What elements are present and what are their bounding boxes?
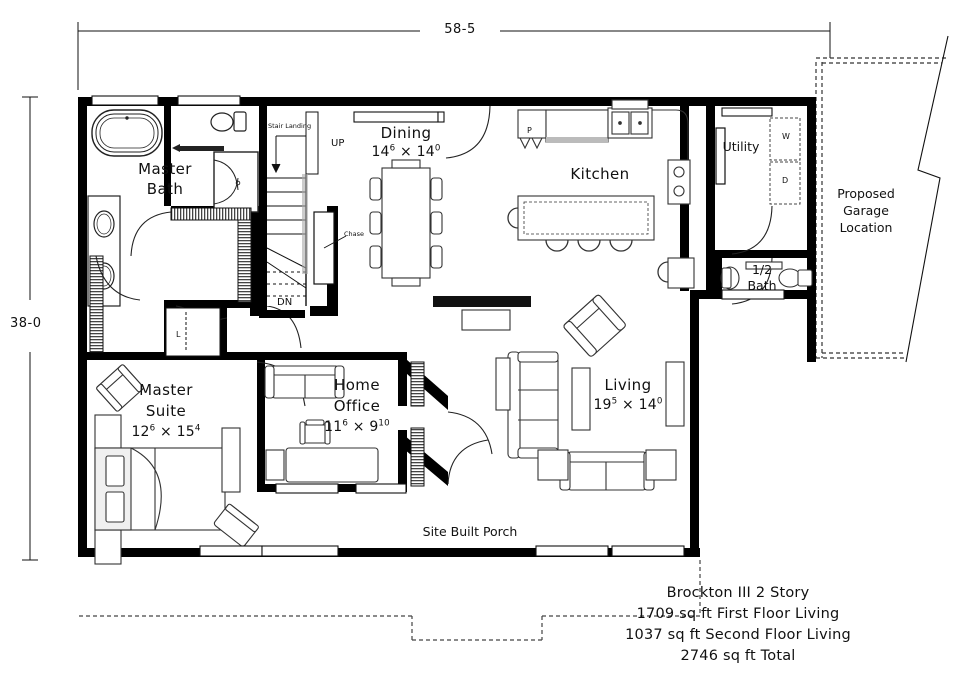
title-block-first-floor: 1709 sq ft First Floor Living (636, 606, 840, 622)
annotation-garage-line3: Location (839, 220, 893, 235)
home-office-furniture (264, 365, 379, 483)
annotation-washer: W (782, 132, 790, 141)
closet-hatching (89, 207, 425, 487)
room-label-master-suite-line1: Master (139, 381, 193, 399)
room-dimension-master-suite: 126 × 154 (131, 423, 201, 440)
room-label-half-bath-line1: 1/2 (751, 262, 773, 277)
annotation-pantry: P (527, 126, 532, 135)
annotation-dryer: D (782, 176, 789, 185)
room-label-master-bath-line1: Master (138, 160, 192, 178)
room-label-living: Living (604, 376, 652, 394)
overall-depth-dimension: 38-0 (10, 316, 42, 331)
linen-closet (165, 307, 221, 357)
stair-vestibule-walls (259, 290, 305, 318)
utility-fixtures (715, 117, 801, 205)
living-furniture (433, 294, 685, 491)
room-label-dining: Dining (380, 124, 432, 142)
master-suite-furniture (94, 364, 259, 565)
master-bath-fixtures (87, 109, 259, 307)
annotation-site-built-porch: Site Built Porch (422, 524, 518, 539)
room-dimension-home-office: 116 × 910 (324, 418, 390, 435)
door-swings (95, 105, 773, 485)
room-label-home-office-line1: Home (334, 376, 380, 394)
annotation-chase: Chase (344, 230, 365, 238)
half-bath-fixtures (720, 261, 813, 290)
room-label-master-suite-line2: Suite (145, 402, 187, 420)
room-label-master-bath-line2: Bath (146, 180, 184, 198)
room-label-utility: Utility (722, 139, 760, 154)
annotation-garage-line2: Garage (843, 203, 889, 218)
annotation-stairs-up: UP (331, 138, 345, 149)
room-label-half-bath-line2: Bath (747, 278, 777, 293)
dining-furniture (369, 159, 443, 287)
room-dimension-dining: 146 × 140 (371, 143, 441, 160)
title-block-plan-name: Brockton III 2 Story (666, 585, 810, 601)
dimension-lines (22, 22, 831, 561)
annotation-linen-closet: L (176, 330, 181, 339)
room-dimension-living: 195 × 140 (593, 396, 663, 413)
room-label-kitchen: Kitchen (570, 165, 630, 183)
title-block-total: 2746 sq ft Total (680, 648, 796, 664)
room-label-home-office-line2: Office (333, 397, 381, 415)
site-built-porch-outline (78, 560, 701, 641)
annotation-garage-line1: Proposed (837, 186, 895, 201)
kitchen-fixtures (507, 99, 695, 289)
title-block-second-floor: 1037 sq ft Second Floor Living (625, 627, 851, 643)
overall-width-dimension: 58-5 (444, 22, 476, 37)
staircase (266, 106, 347, 306)
annotation-stairs-down: DN (277, 297, 293, 308)
annotation-stair-landing: Stair Landing (268, 122, 312, 130)
windows (91, 95, 785, 557)
